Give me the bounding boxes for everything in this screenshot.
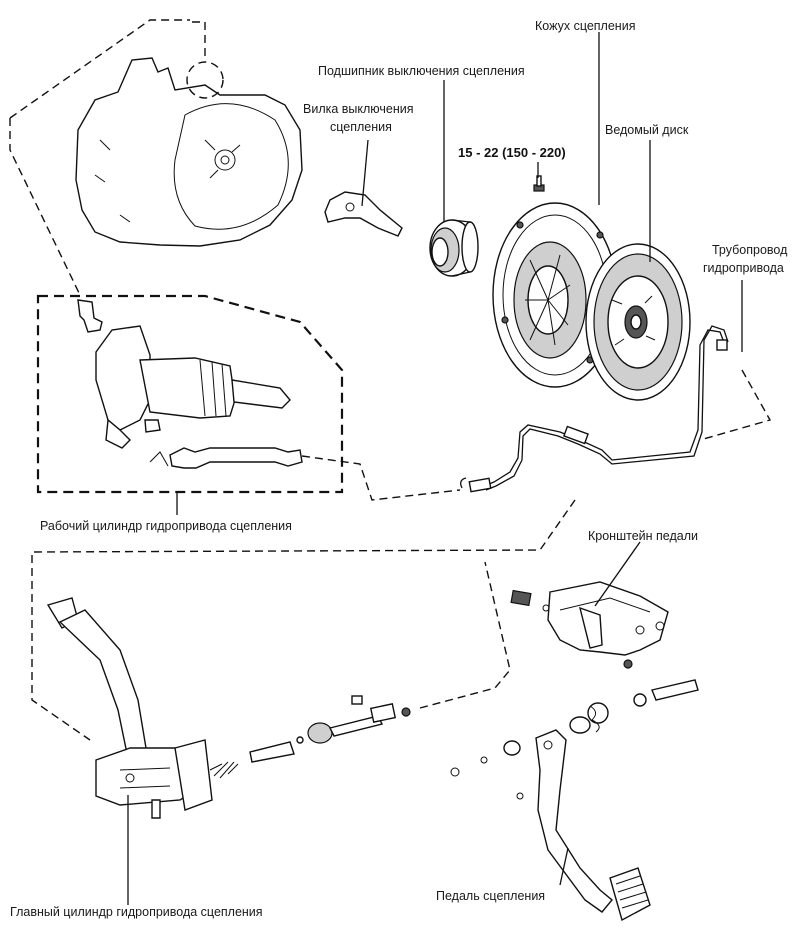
label-release-fork-1: Вилка выключения — [303, 102, 414, 116]
transmission-housing — [75, 57, 303, 247]
label-pedal-bracket: Кронштейн педали — [588, 529, 698, 543]
driven-disc — [585, 243, 691, 401]
label-clutch-cover: Кожух сцепления — [535, 19, 635, 33]
label-release-bearing: Подшипник выключения сцепления — [318, 64, 525, 78]
leader-clutch-pedal — [559, 847, 569, 886]
label-hydraulic-line-2: гидропривода — [703, 261, 784, 275]
connector-housing-to-slave — [9, 21, 206, 296]
push-rod — [209, 695, 411, 779]
label-torque-spec: 15 - 22 (150 - 220) — [458, 145, 566, 160]
slave-cylinder-box — [36, 294, 344, 494]
slave-hose — [149, 447, 303, 469]
master-cylinder — [46, 597, 213, 819]
clutch-cover — [492, 202, 618, 388]
release-bearing — [429, 219, 479, 277]
label-hydraulic-line-1: Трубопровод — [712, 243, 788, 257]
label-driven-disc: Ведомый диск — [605, 123, 689, 137]
label-slave-cylinder: Рабочий цилиндр гидропривода сцепления — [40, 519, 292, 533]
label-master-cylinder: Главный цилиндр гидропривода сцепления — [10, 905, 263, 919]
label-clutch-pedal: Педаль сцепления — [436, 889, 545, 903]
hydraulic-line — [460, 325, 729, 493]
connector-slave-to-master — [31, 499, 576, 741]
pedal-pivot-parts — [450, 679, 699, 800]
leader-pedal-bracket — [594, 541, 641, 607]
slave-cylinder — [77, 299, 291, 449]
release-fork — [324, 191, 403, 237]
pedal-bracket — [510, 581, 669, 669]
label-release-fork-2: сцепления — [330, 120, 392, 134]
leader-release-fork — [361, 139, 369, 207]
cover-bolt — [533, 175, 545, 192]
clutch-pedal — [535, 729, 651, 922]
